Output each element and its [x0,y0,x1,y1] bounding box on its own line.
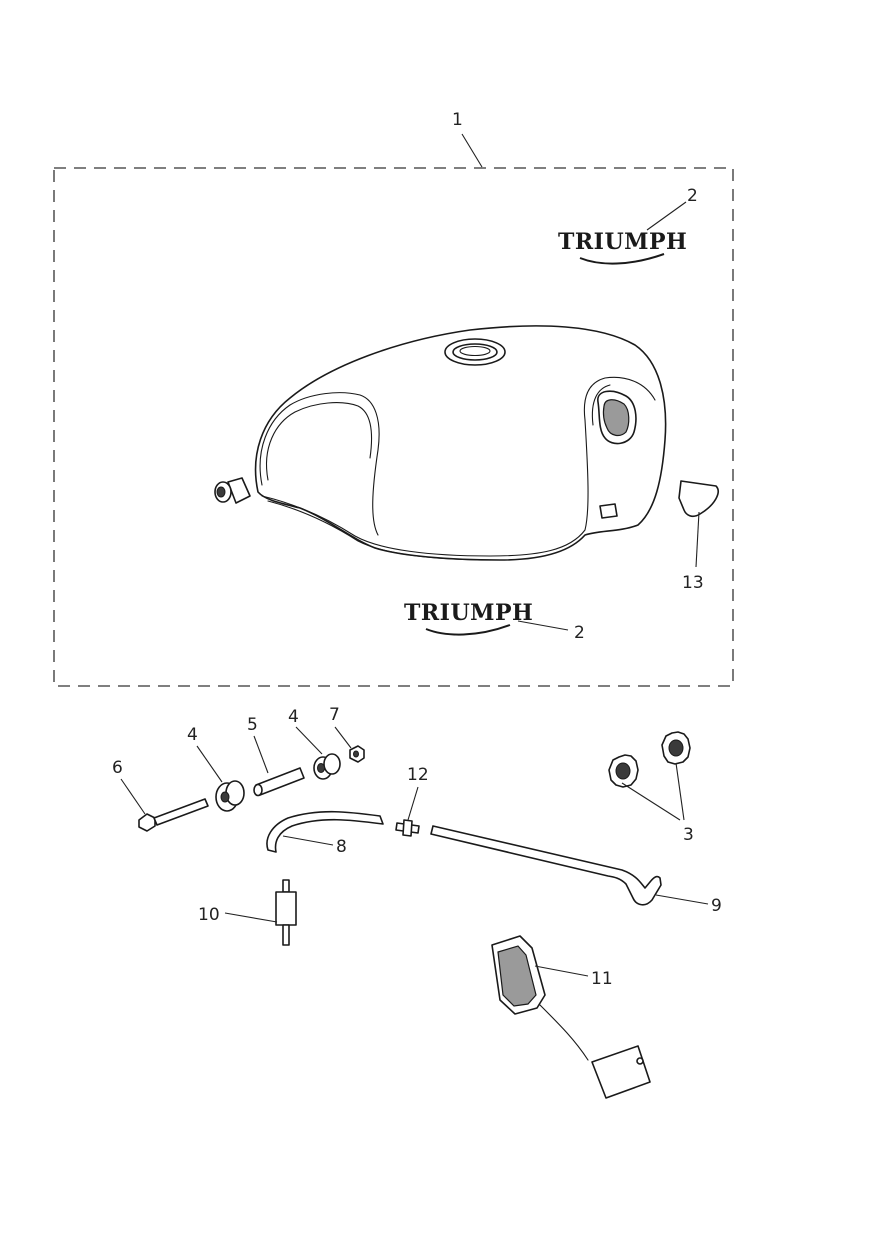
callout-3: 3 [683,825,694,845]
callout-12: 12 [407,765,429,785]
callout-10: 10 [198,905,220,925]
spacer-5[interactable] [253,767,305,797]
callout-13: 13 [682,573,704,593]
callout-9: 9 [711,896,722,916]
hose-9[interactable] [430,825,662,906]
grommet-4-right[interactable] [313,753,341,780]
callout-4-right: 4 [288,707,299,727]
svg-text:TRIUMPH: TRIUMPH [558,229,687,255]
mount-3-left[interactable] [608,754,639,788]
callout-7: 7 [329,705,340,725]
callout-6: 6 [112,758,123,778]
callout-5: 5 [247,715,258,735]
callout-11: 11 [591,969,613,989]
connector-12[interactable] [395,819,420,837]
mount-3-right[interactable] [661,731,691,765]
callouts: 1 2 2 13 3 4 5 4 7 6 8 12 9 10 11 [112,110,722,989]
filter-10[interactable] [275,879,297,946]
callout-2-bottom: 2 [574,623,585,643]
leader-lines [120,133,709,977]
grommet-4-left[interactable] [215,780,245,812]
nut-7[interactable] [349,745,365,763]
callout-1: 1 [452,110,463,130]
fuel-tank[interactable] [214,325,667,561]
pump-11[interactable] [491,935,651,1099]
svg-text:TRIUMPH: TRIUMPH [404,600,533,626]
callout-2-top: 2 [687,186,698,206]
triumph-decal-bottom: TRIUMPH [404,600,533,636]
bolt-6[interactable] [138,798,209,832]
pipe-8[interactable] [266,810,384,853]
callout-4-left: 4 [187,725,198,745]
pad-13[interactable] [678,480,719,518]
triumph-decal-top: TRIUMPH [558,229,687,265]
callout-8: 8 [336,837,347,857]
